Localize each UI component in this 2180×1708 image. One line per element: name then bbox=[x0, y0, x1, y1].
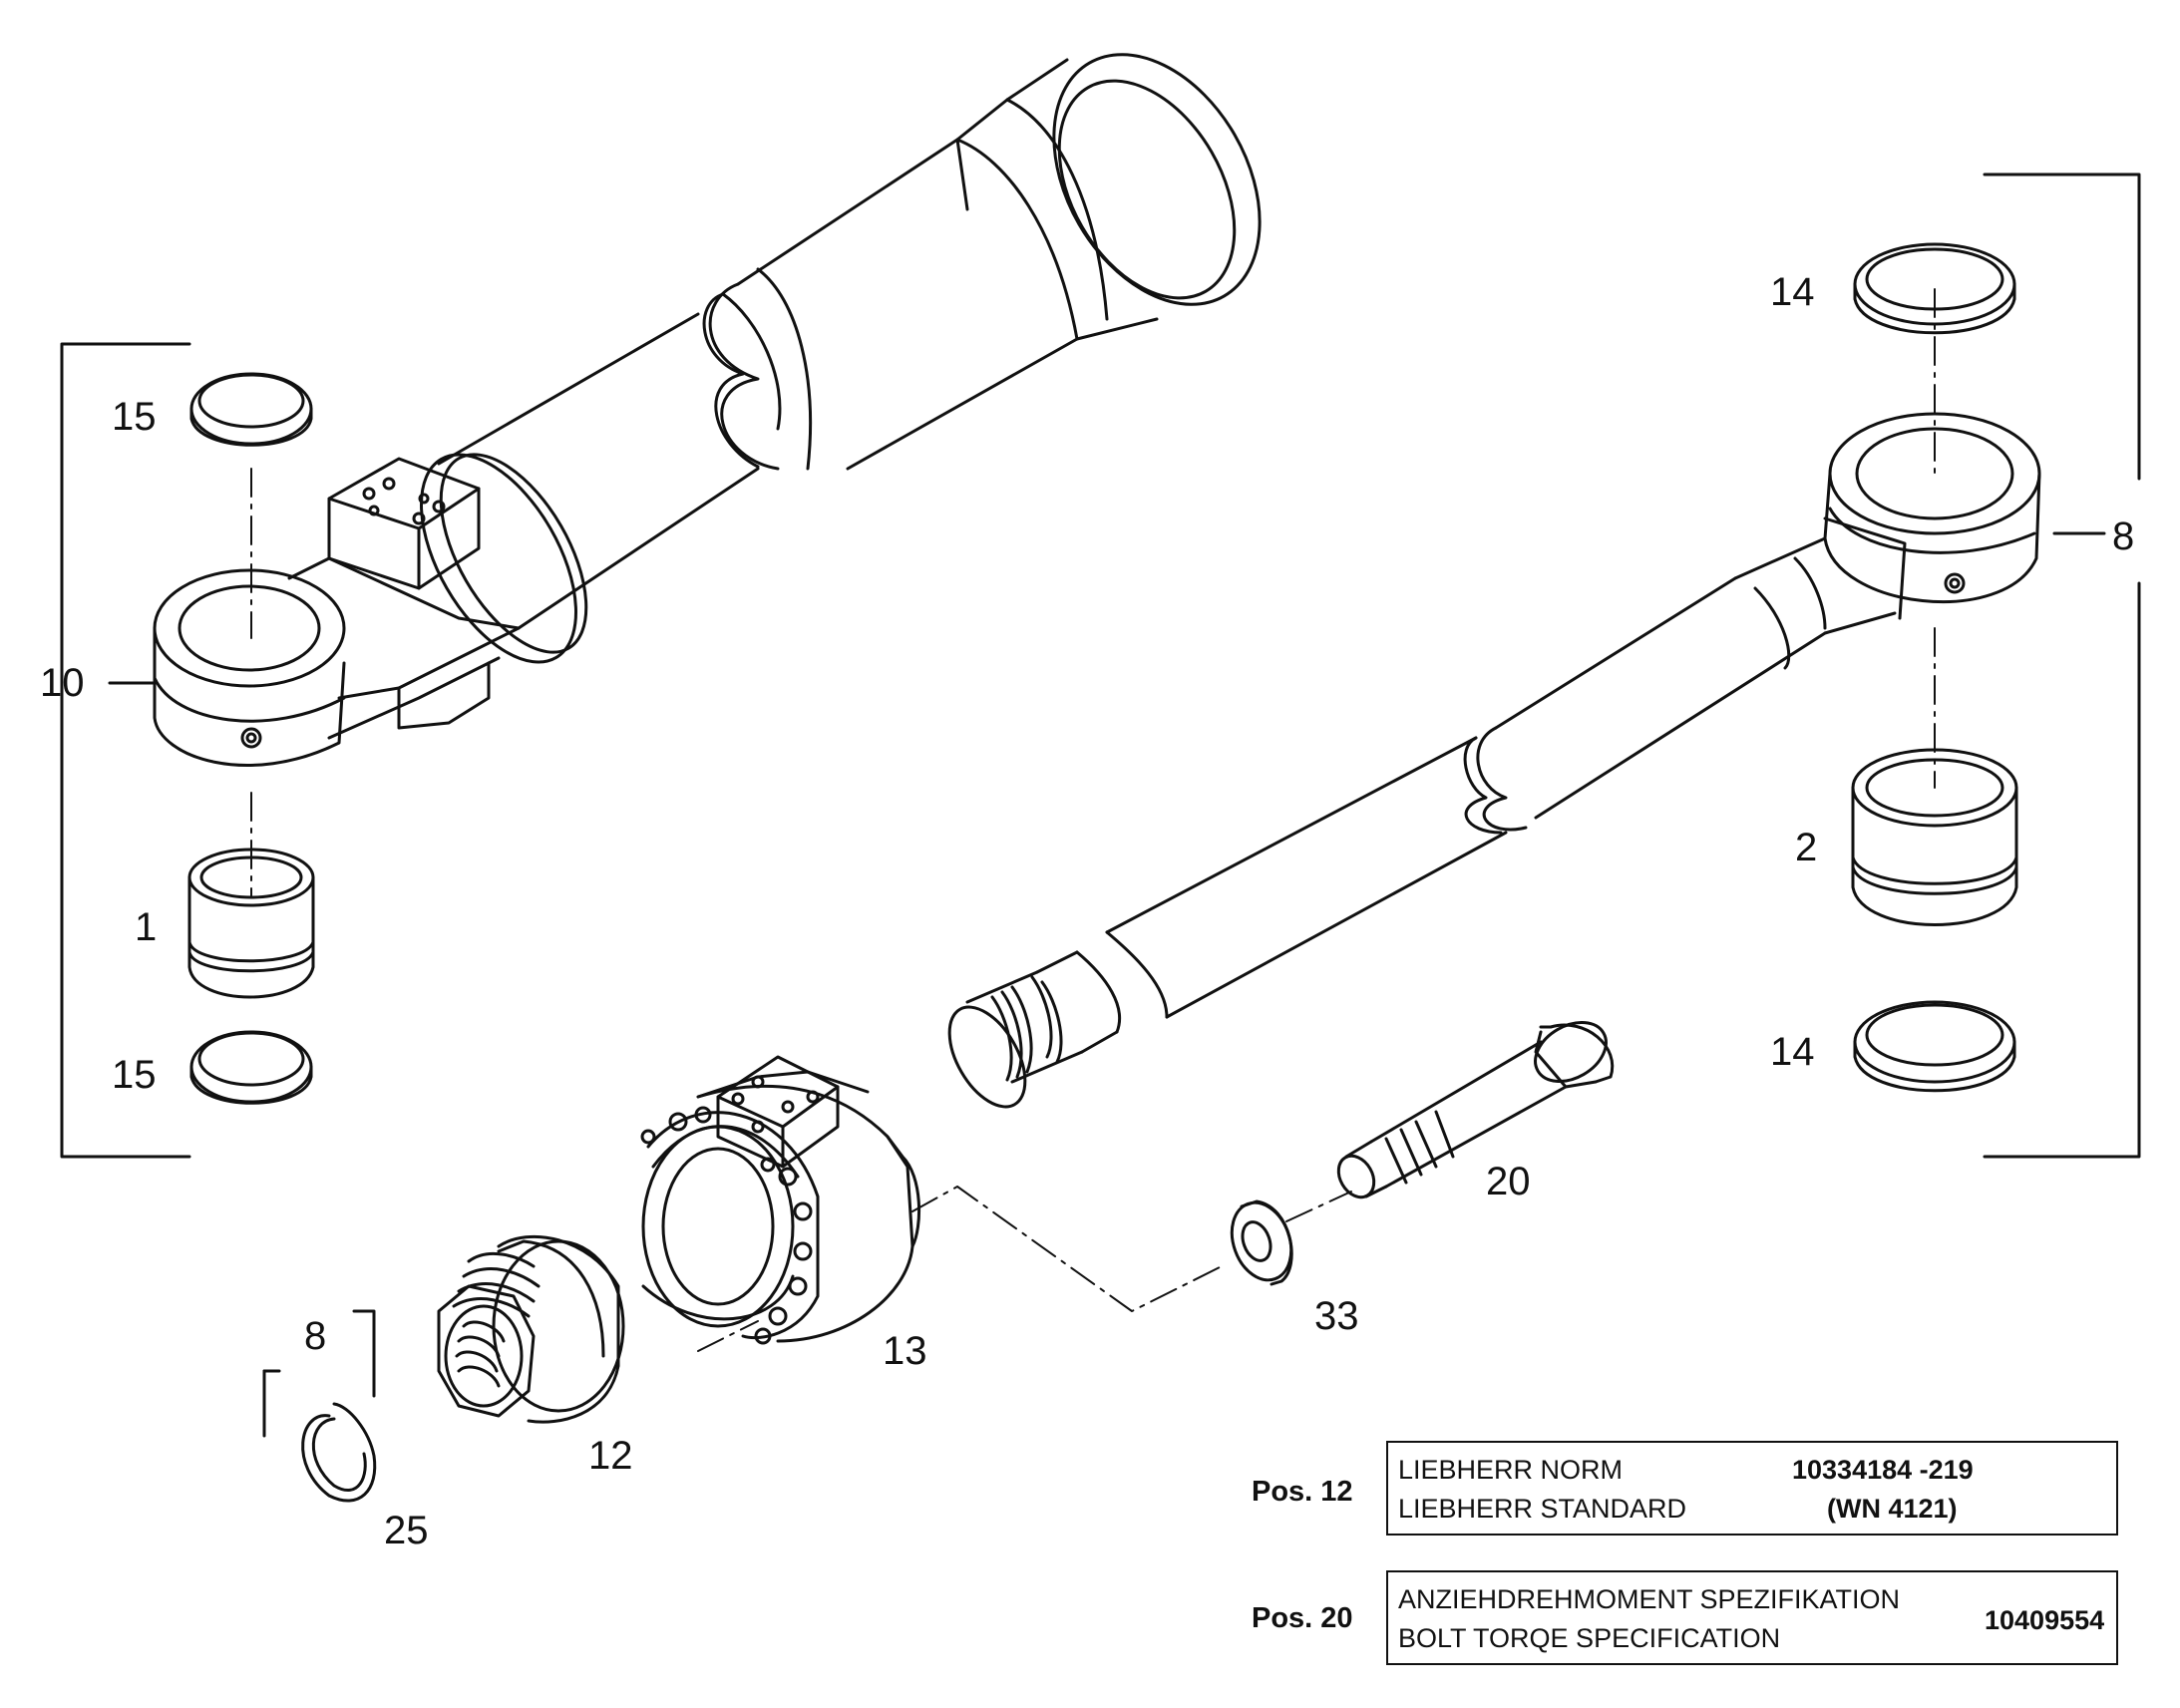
cylinder-tube bbox=[420, 53, 1262, 664]
callout-13: 13 bbox=[883, 1329, 927, 1373]
callout-15-top: 15 bbox=[112, 395, 157, 439]
note-20-code: 10409554 bbox=[1985, 1605, 2105, 1635]
note-box-pos-20: ANZIEHDREHMOMENT SPEZIFIKATION BOLT TORQ… bbox=[1386, 1570, 2118, 1665]
callout-8-right: 8 bbox=[2112, 514, 2135, 558]
seal-ring-14-top bbox=[1853, 242, 2016, 335]
bolt-20 bbox=[1336, 1021, 1615, 1199]
cylinder-eye-left bbox=[153, 457, 521, 898]
note-12-code-1: 10334184 -219 bbox=[1792, 1455, 1974, 1485]
note-12-line-2: LIEBHERR STANDARD bbox=[1398, 1494, 1687, 1524]
head-bolt-centerline bbox=[911, 1186, 1223, 1312]
callout-15-bottom: 15 bbox=[112, 1053, 157, 1097]
washer-33 bbox=[1230, 1199, 1293, 1286]
retaining-ring-25 bbox=[301, 1402, 377, 1503]
note-20-line-1: ANZIEHDREHMOMENT SPEZIFIKATION bbox=[1398, 1584, 1901, 1614]
callout-8-left: 8 bbox=[304, 1314, 327, 1358]
piston-rod bbox=[947, 288, 2041, 1109]
callout-14-bottom: 14 bbox=[1770, 1030, 1815, 1074]
callout-1: 1 bbox=[135, 905, 158, 949]
callout-20: 20 bbox=[1486, 1160, 1531, 1203]
note-12-line-1: LIEBHERR NORM bbox=[1398, 1455, 1624, 1485]
note-box-pos-12: LIEBHERR NORM LIEBHERR STANDARD 10334184… bbox=[1386, 1441, 2118, 1536]
bracket-ring-group-8 bbox=[262, 1309, 376, 1438]
callout-25: 25 bbox=[384, 1509, 429, 1552]
bushing-1 bbox=[187, 848, 315, 999]
note-12-code-2: (WN 4121) bbox=[1827, 1494, 1958, 1524]
callout-10: 10 bbox=[40, 661, 85, 705]
washer-bolt-centerline bbox=[1285, 1191, 1352, 1222]
note-pos-20: Pos. 20 bbox=[1252, 1602, 1353, 1634]
seal-ring-15-bottom bbox=[189, 1030, 313, 1105]
cylinder-head-13 bbox=[640, 1055, 920, 1345]
note-pos-12: Pos. 12 bbox=[1252, 1476, 1353, 1508]
head-gland-centerline bbox=[697, 1320, 759, 1352]
bushing-2 bbox=[1851, 748, 2018, 926]
callout-14-top: 14 bbox=[1770, 270, 1815, 314]
piston-nut-12 bbox=[437, 1234, 625, 1424]
seal-ring-14-bottom bbox=[1853, 1000, 2016, 1093]
bracket-right-group-8 bbox=[1983, 172, 2141, 1159]
seal-ring-15-top bbox=[189, 372, 313, 447]
note-20-line-2: BOLT TORQE SPECIFICATION bbox=[1398, 1623, 1781, 1653]
callout-2: 2 bbox=[1795, 826, 1818, 869]
callout-12: 12 bbox=[588, 1434, 633, 1478]
bracket-left-group-10 bbox=[60, 342, 191, 1159]
callout-33: 33 bbox=[1314, 1294, 1359, 1338]
